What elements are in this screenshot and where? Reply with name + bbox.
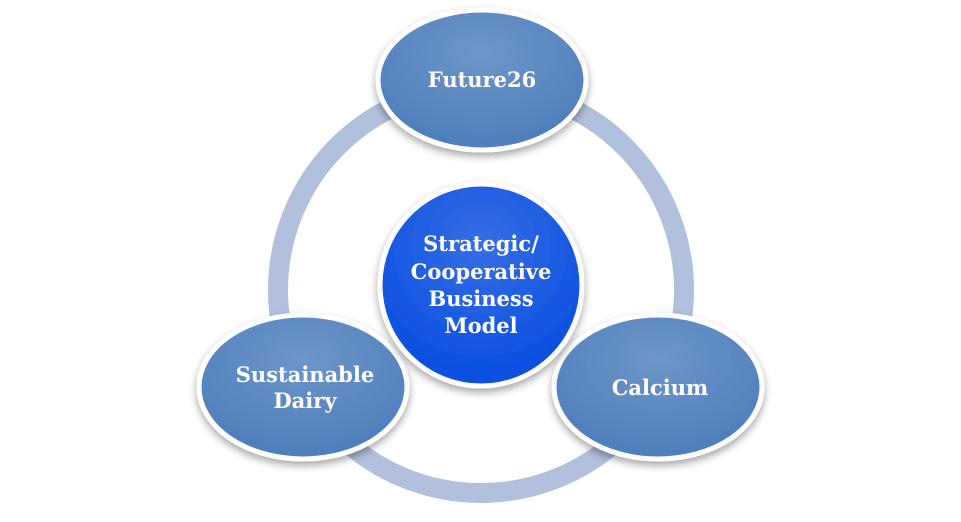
node-calcium	[551, 312, 765, 462]
node-label-center: Strategic/ Cooperative Business Model	[410, 231, 552, 339]
node-label-future26: Future26	[427, 67, 537, 93]
node-future26	[375, 7, 589, 153]
node-center	[377, 181, 585, 389]
node-label-calcium: Calcium	[611, 374, 709, 400]
node-label-sustainable-dairy: Sustainable Dairy	[235, 362, 375, 413]
node-sustainable-dairy	[196, 312, 410, 462]
